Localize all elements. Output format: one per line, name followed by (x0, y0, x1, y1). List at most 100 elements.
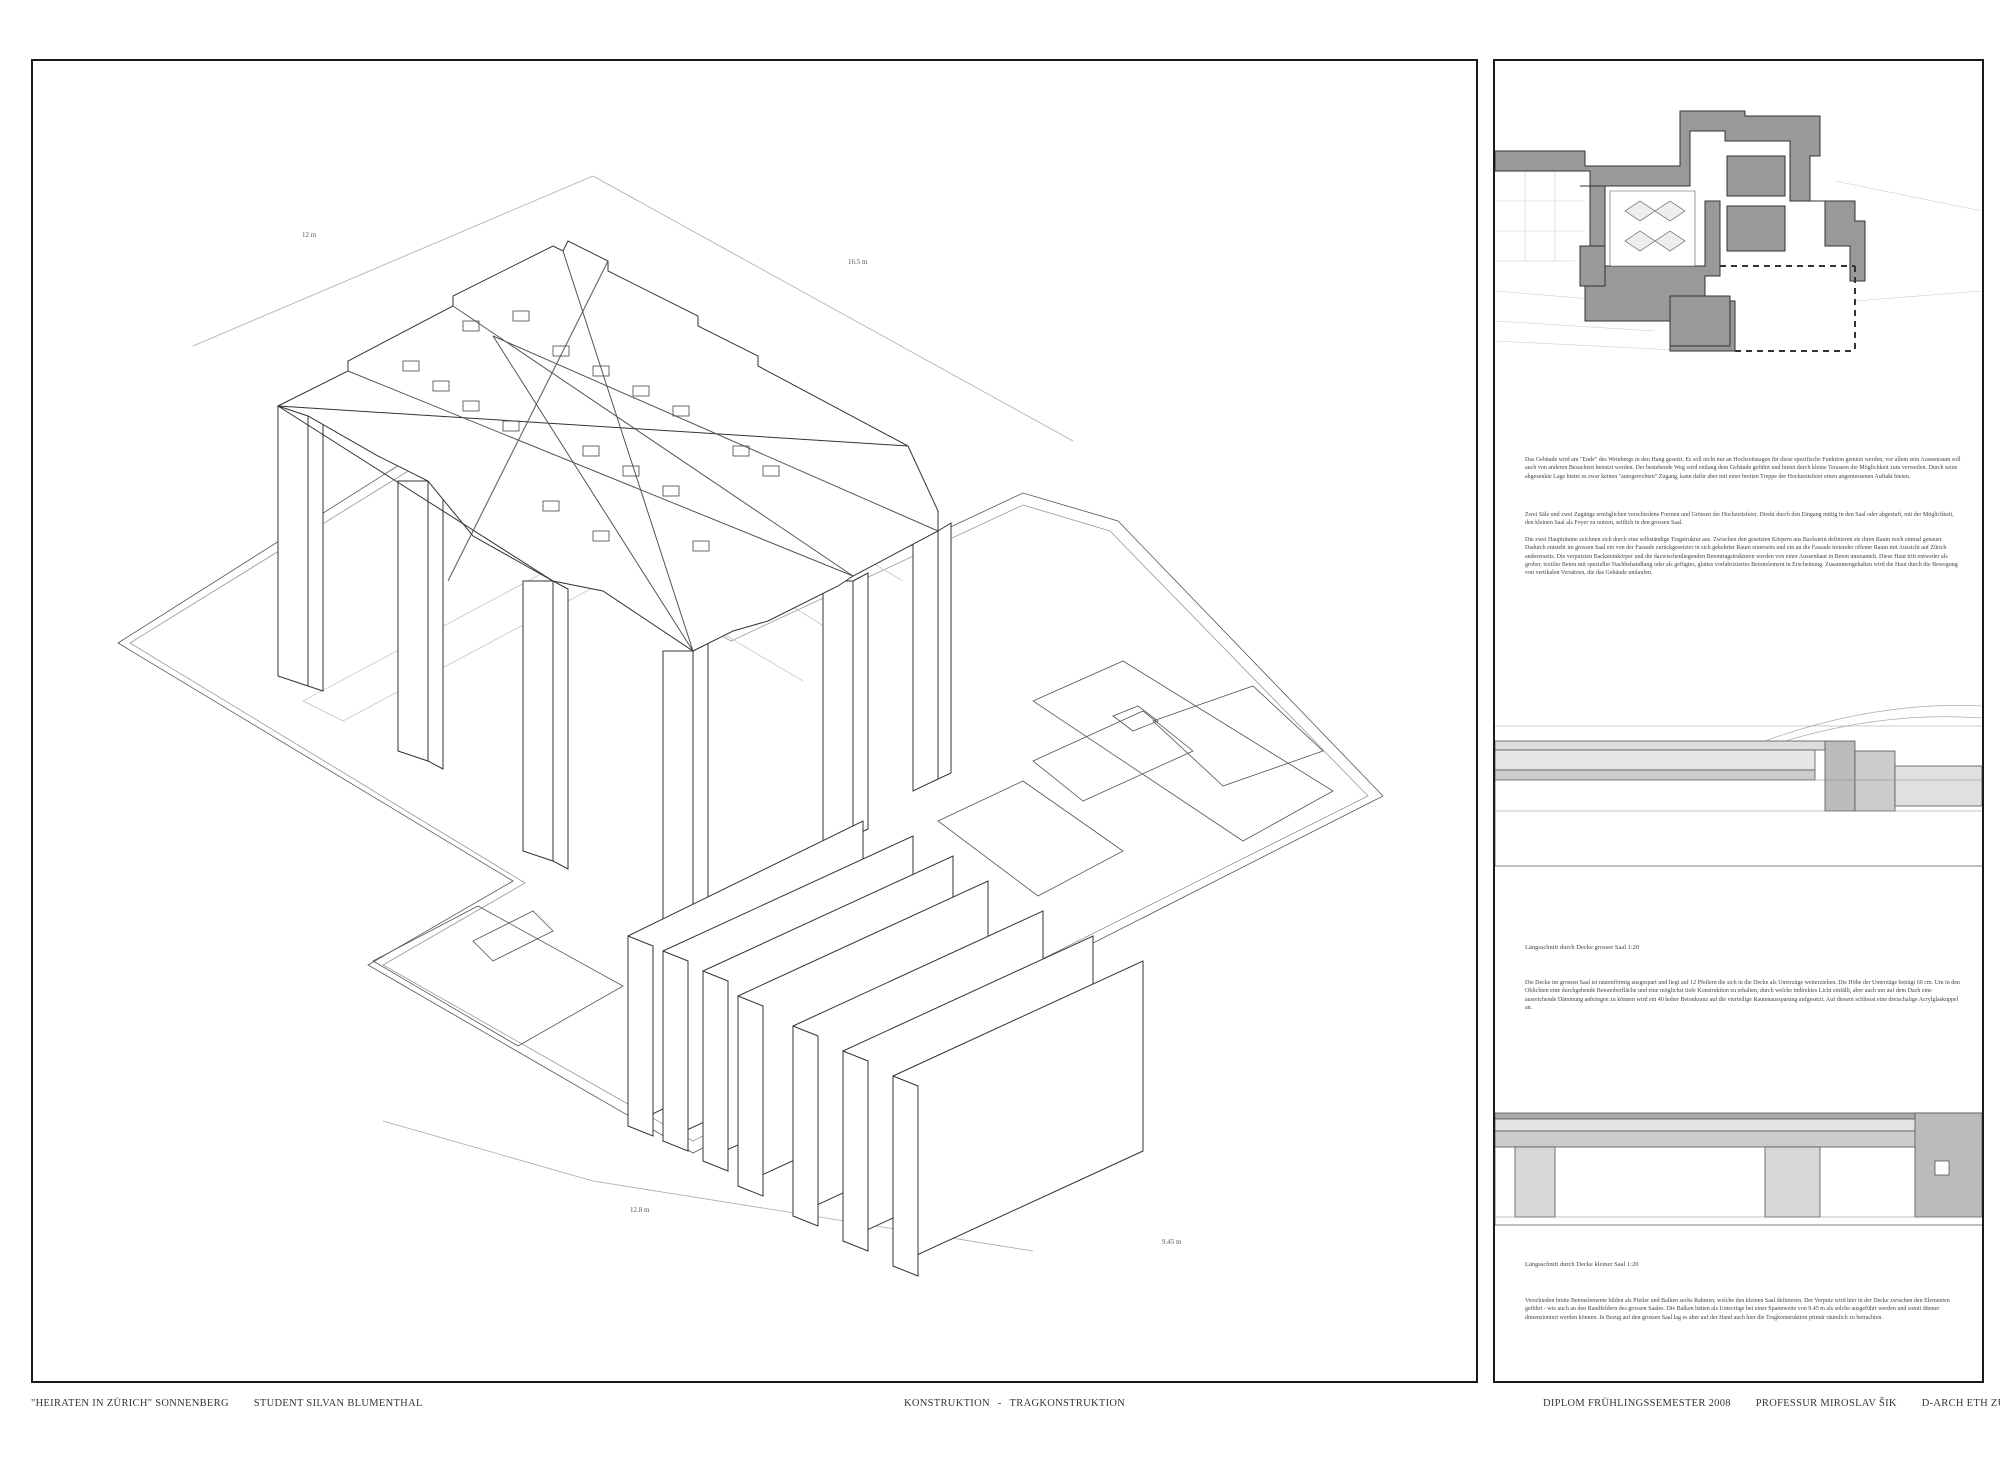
frame-element (792, 1025, 819, 1227)
frame-element (892, 1075, 919, 1277)
axonometric-drawing-frame: 12 m 16.5 m 12.8 m 9.45 m (31, 59, 1478, 1383)
plan-walls (1669, 295, 1731, 347)
section-layer (1914, 1112, 1982, 1218)
section-caption: Längsschnitt durch Decke grosser Saal 1:… (1525, 944, 1640, 951)
plan-walls (1726, 155, 1786, 197)
skylight (402, 360, 420, 372)
section-layer (1495, 749, 1816, 771)
skylight (622, 465, 640, 477)
skylight (592, 365, 610, 377)
section-layer (1495, 1130, 1982, 1148)
topic: KONSTRUKTION (904, 1398, 990, 1409)
section-layer (1514, 1146, 1556, 1218)
section-layer (1764, 1146, 1821, 1218)
semester: DIPLOM FRÜHLINGSSEMESTER 2008 (1543, 1398, 1731, 1409)
section-caption: Längsschnitt durch Decke kleiner Saal 1:… (1525, 1261, 1639, 1268)
footer-right: DIPLOM FRÜHLINGSSEMESTER 2008 PROFESSUR … (1543, 1398, 2000, 1409)
school: D-ARCH ETH ZÜRICH (1921, 1398, 2000, 1409)
side-panel: Das Gebäude wird am "Ende" des Weinbergs… (1493, 59, 1984, 1383)
section-layer (1854, 750, 1896, 812)
description-paragraph: Das Gebäude wird am "Ende" des Weinbergs… (1525, 457, 1961, 480)
dimension-label: 12 m (302, 231, 317, 239)
professor: PROFESSUR MIROSLAV ŠIK (1755, 1398, 1897, 1409)
roof-beam (277, 405, 909, 582)
floor-plan (1495, 110, 1982, 352)
skylight (762, 465, 780, 477)
description-paragraph: Zwei Säle und zwei Zugänge ermöglichen v… (1525, 512, 1954, 527)
section-layer (1495, 1118, 1982, 1132)
roof-beam (562, 250, 694, 652)
description-paragraph: Die zwei Haupträume zeichnen sich durch … (1525, 537, 1958, 577)
axonometric-drawing (117, 175, 1384, 1277)
plan-walls (1579, 245, 1606, 287)
room-outline (1032, 660, 1334, 842)
skylight (542, 500, 560, 512)
frame-element (737, 995, 764, 1197)
skylight (582, 445, 600, 457)
skylight (552, 345, 570, 357)
column (397, 480, 429, 762)
column (522, 580, 554, 862)
skylight (672, 405, 690, 417)
room-outline (1112, 705, 1159, 732)
dimension-label: 16.5 m (848, 258, 868, 266)
room-outline (472, 910, 554, 962)
column (552, 580, 569, 870)
section-layer (1824, 740, 1856, 812)
footer-center: KONSTRUKTION - TRAGKONSTRUKTION (904, 1398, 1125, 1409)
skylight (462, 400, 480, 412)
separator: - (997, 1398, 1002, 1409)
frame-element (662, 950, 689, 1152)
dimension-label: 9.45 m (1162, 1238, 1182, 1246)
dimension-line (192, 175, 594, 347)
column (852, 572, 869, 837)
project-title: "HEIRATEN IN ZÜRICH" SONNENBERG (31, 1398, 229, 1409)
column (427, 480, 444, 770)
roof-beam (452, 305, 854, 577)
column (692, 642, 709, 907)
skylight (432, 380, 450, 392)
dimension-label: 12.8 m (630, 1206, 650, 1214)
subtopic: TRAGKONSTRUKTION (1009, 1398, 1126, 1409)
skylight (692, 540, 710, 552)
skylight (662, 485, 680, 497)
description-paragraph: Verschieden breite Betonelemente bilden … (1525, 1298, 1950, 1321)
great-hall-floor (1609, 190, 1696, 267)
plan-columns (1720, 265, 1856, 352)
room-outline (937, 780, 1124, 897)
room-outline (1152, 685, 1324, 787)
section-layer (1934, 1160, 1950, 1176)
column (937, 522, 952, 780)
frame-element (627, 935, 654, 1137)
dimension-line (592, 175, 1074, 442)
skylight (462, 320, 480, 332)
frame-element (702, 970, 729, 1172)
section-layer (1495, 740, 1826, 751)
skylight (512, 310, 530, 322)
section-drawing-small-hall (1495, 1112, 1982, 1226)
skylight (632, 385, 650, 397)
column (307, 405, 324, 692)
dimension-line (382, 1120, 594, 1182)
description-paragraph: Die Decke im grossen Saal ist rautenförm… (1525, 980, 1960, 1011)
room-outline (1032, 710, 1194, 802)
skylight (732, 445, 750, 457)
room-outline (372, 905, 624, 1047)
footer-left: "HEIRATEN IN ZÜRICH" SONNENBERG STUDENT … (31, 1398, 423, 1409)
column (912, 530, 939, 792)
plan-walls (1726, 205, 1786, 252)
section-layer (1495, 1112, 1982, 1120)
roof-beam (492, 335, 939, 652)
section-layer (1894, 765, 1982, 807)
column (662, 650, 694, 922)
student-name: STUDENT SILVAN BLUMENTHAL (253, 1398, 423, 1409)
section-layer (1495, 769, 1816, 781)
roof-beam (447, 260, 609, 582)
column (822, 580, 854, 852)
skylight (592, 530, 610, 542)
plan-walls (1495, 110, 1866, 282)
frame-element (842, 1050, 869, 1252)
roof-beam (347, 370, 854, 577)
column (277, 405, 309, 687)
skylight (502, 420, 520, 432)
